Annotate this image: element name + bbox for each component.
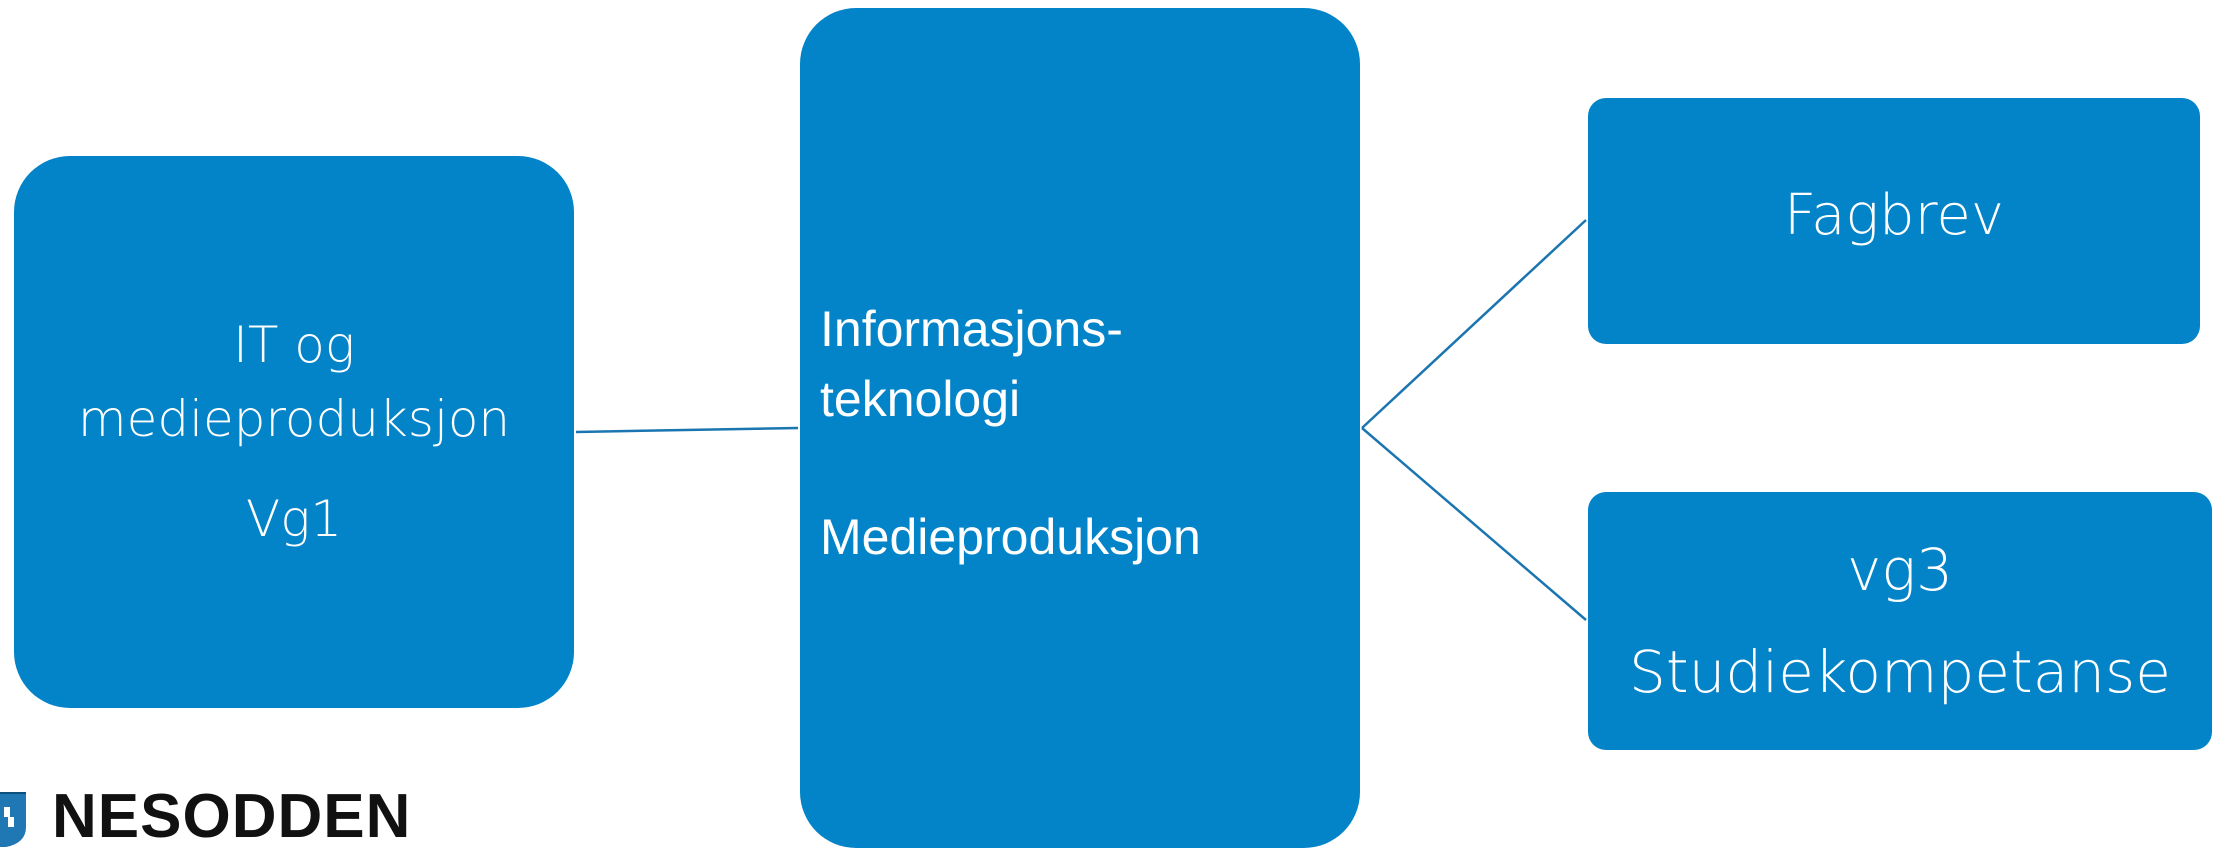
node-vg1-line3: Vg1 <box>245 490 343 548</box>
coat-of-arms-icon <box>0 791 26 847</box>
node-vg2-line3: Medieproduksjon <box>820 509 1201 565</box>
node-vg3-line1: vg3 <box>1846 536 1954 604</box>
node-fagbrev-label: Fagbrev <box>1784 182 2004 248</box>
node-vg2-line1: Informasjons- <box>820 301 1123 357</box>
node-vg1-line2: medieproduksjon <box>77 390 511 448</box>
node-vg2-line2: teknologi <box>820 371 1021 427</box>
connector-vg1-to-vg2 <box>575 426 799 434</box>
node-vg1-line1: IT og <box>233 316 355 374</box>
node-vg1-it-medieproduksjon: IT og medieproduksjon Vg1 <box>14 156 574 708</box>
connector-vg2-to-vg3 <box>1361 427 1587 621</box>
logo-text: NESODDEN <box>52 781 412 851</box>
node-vg3-studiekompetanse: vg3 Studiekompetanse <box>1588 492 2212 750</box>
node-fagbrev: Fagbrev <box>1588 98 2200 344</box>
node-vg3-line2: Studiekompetanse <box>1629 638 2171 706</box>
nesodden-logo: NESODDEN <box>0 784 411 849</box>
connector-vg2-to-fagbrev <box>1361 219 1587 429</box>
node-vg2-programs: Informasjons- teknologi Medieproduksjon <box>800 8 1360 848</box>
